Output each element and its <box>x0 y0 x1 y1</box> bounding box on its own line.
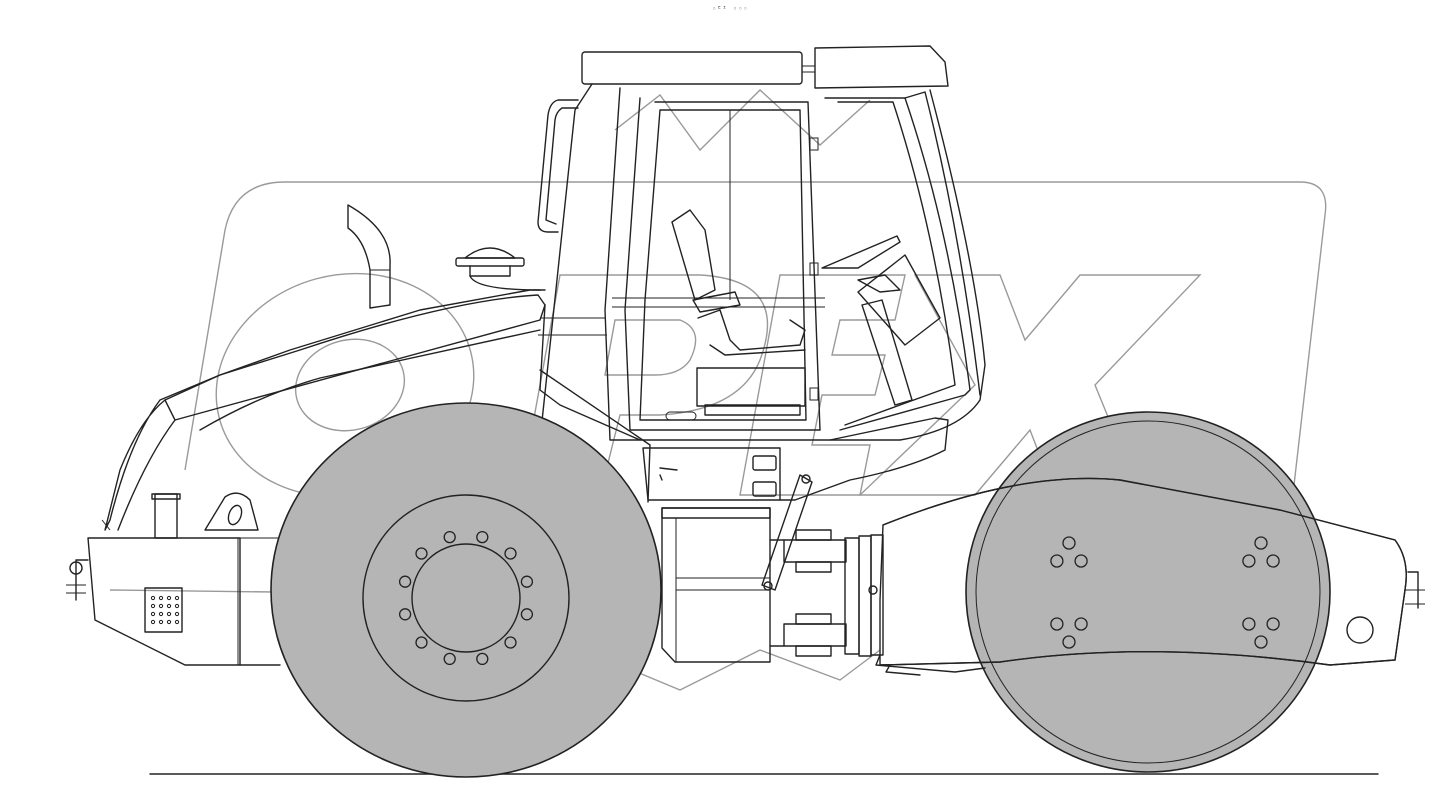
drum-bolt <box>1050 617 1064 631</box>
wheel-bolt <box>520 608 534 621</box>
drum-bolt <box>1266 554 1280 568</box>
drum-bolt <box>1266 617 1280 631</box>
drum-bolt <box>1254 635 1268 649</box>
drum-bolt <box>1074 617 1088 631</box>
rear-wheel <box>270 402 662 778</box>
wheel-bolt <box>520 575 534 588</box>
wheel-bolt <box>415 547 428 560</box>
wheel-bolt <box>443 530 456 544</box>
drum-bolt <box>1242 617 1256 631</box>
grille-dots <box>150 595 180 625</box>
header-label: ◦ᴱᴵ ◦◦◦ <box>712 5 749 13</box>
wheel-bolt <box>443 652 456 666</box>
wheel-bolt <box>504 636 517 649</box>
drum-bolt <box>1062 536 1076 550</box>
drum-frame <box>875 477 1425 676</box>
wheel-bolt <box>476 530 489 544</box>
wheel-bolts <box>398 530 534 666</box>
wheel-bolt <box>504 547 517 560</box>
wheel-bolt <box>398 575 412 588</box>
drum-bolt <box>1242 554 1256 568</box>
drum-bolt <box>1254 536 1268 550</box>
operator-cab <box>537 45 986 441</box>
articulation-frame <box>642 417 949 663</box>
wheel-bolt <box>476 652 489 666</box>
drum-bolt <box>1062 635 1076 649</box>
engine-hood <box>104 204 651 531</box>
drum-bolt <box>1074 554 1088 568</box>
drum-bolt <box>1050 554 1064 568</box>
wheel-bolt <box>398 608 412 621</box>
wheel-bolt <box>415 636 428 649</box>
drum-bolts <box>1050 536 1280 649</box>
rear-frame <box>66 492 290 666</box>
